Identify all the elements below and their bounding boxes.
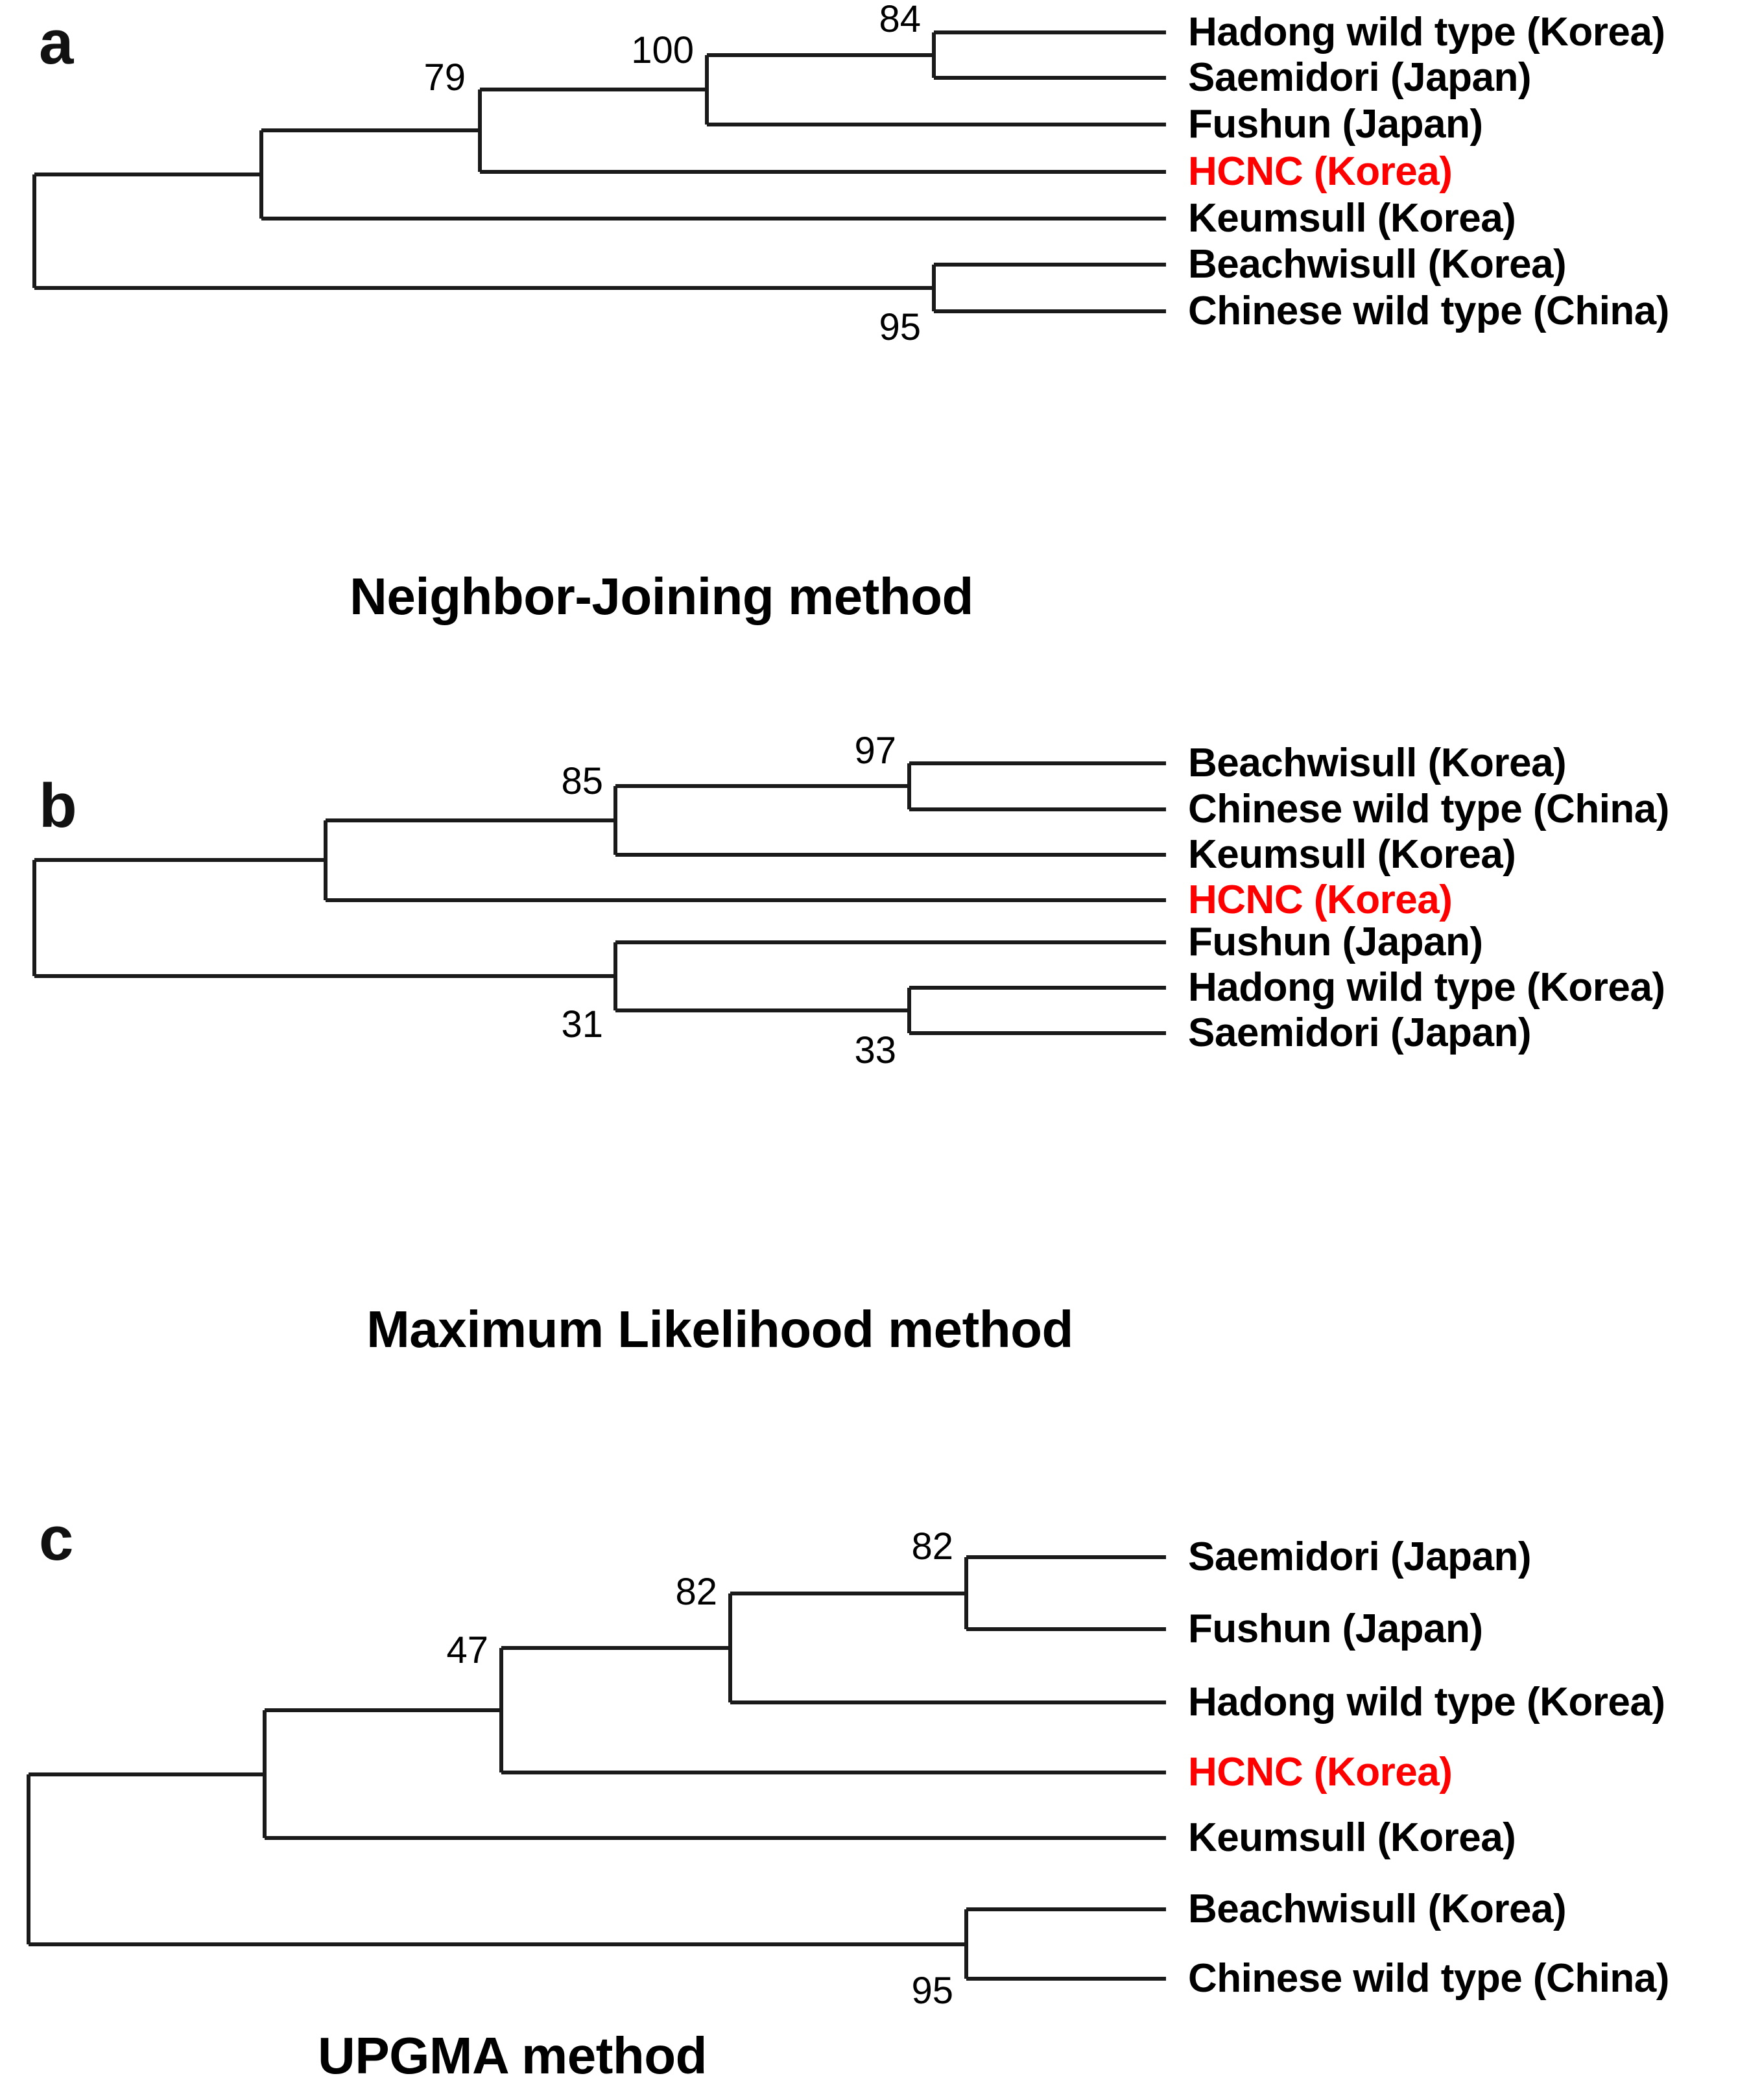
tip-label: Saemidori (Japan) [1188, 55, 1531, 100]
method-title: UPGMA method [318, 2027, 707, 2084]
tip-label: Beachwisull (Korea) [1188, 242, 1567, 287]
bootstrap-value: 79 [423, 56, 466, 99]
bootstrap-value: 47 [446, 1629, 488, 1671]
bootstrap-value: 84 [879, 0, 921, 40]
bootstrap-value: 95 [879, 306, 921, 348]
tip-label: Beachwisull (Korea) [1188, 741, 1567, 785]
tip-label: Keumsull (Korea) [1188, 832, 1516, 877]
tip-label: Keumsull (Korea) [1188, 1815, 1516, 1860]
bootstrap-value: 100 [631, 29, 694, 71]
tip-label: Hadong wild type (Korea) [1188, 1680, 1665, 1724]
panel-letter-a: a [39, 8, 73, 77]
tip-label: Saemidori (Japan) [1188, 1534, 1531, 1579]
tip-label: Chinese wild type (China) [1188, 289, 1669, 333]
method-title: Maximum Likelihood method [366, 1300, 1073, 1358]
panel-letter-c: c [39, 1504, 73, 1573]
panel-letter-b: b [39, 771, 77, 841]
bootstrap-value: 95 [911, 1970, 953, 2012]
tip-label: Hadong wild type (Korea) [1188, 965, 1665, 1010]
tip-label: HCNC (Korea) [1188, 1750, 1453, 1795]
tip-label: Keumsull (Korea) [1188, 196, 1516, 241]
method-title: Neighbor-Joining method [350, 567, 973, 625]
bootstrap-value: 82 [911, 1525, 953, 1568]
tip-label: Beachwisull (Korea) [1188, 1887, 1567, 1931]
tip-label: Chinese wild type (China) [1188, 787, 1669, 831]
tip-label: Fushun (Japan) [1188, 102, 1483, 147]
bootstrap-value: 85 [561, 760, 603, 802]
tip-label: HCNC (Korea) [1188, 149, 1453, 194]
tip-label: HCNC (Korea) [1188, 877, 1453, 922]
tip-label: Fushun (Japan) [1188, 920, 1483, 964]
bootstrap-value: 31 [561, 1003, 603, 1045]
tip-label: Fushun (Japan) [1188, 1606, 1483, 1651]
bootstrap-value: 97 [854, 730, 896, 772]
tip-label: Saemidori (Japan) [1188, 1010, 1531, 1055]
bootstrap-value: 82 [675, 1571, 717, 1613]
bootstrap-value: 33 [854, 1029, 896, 1071]
tip-label: Chinese wild type (China) [1188, 1956, 1669, 2001]
tip-label: Hadong wild type (Korea) [1188, 10, 1665, 54]
